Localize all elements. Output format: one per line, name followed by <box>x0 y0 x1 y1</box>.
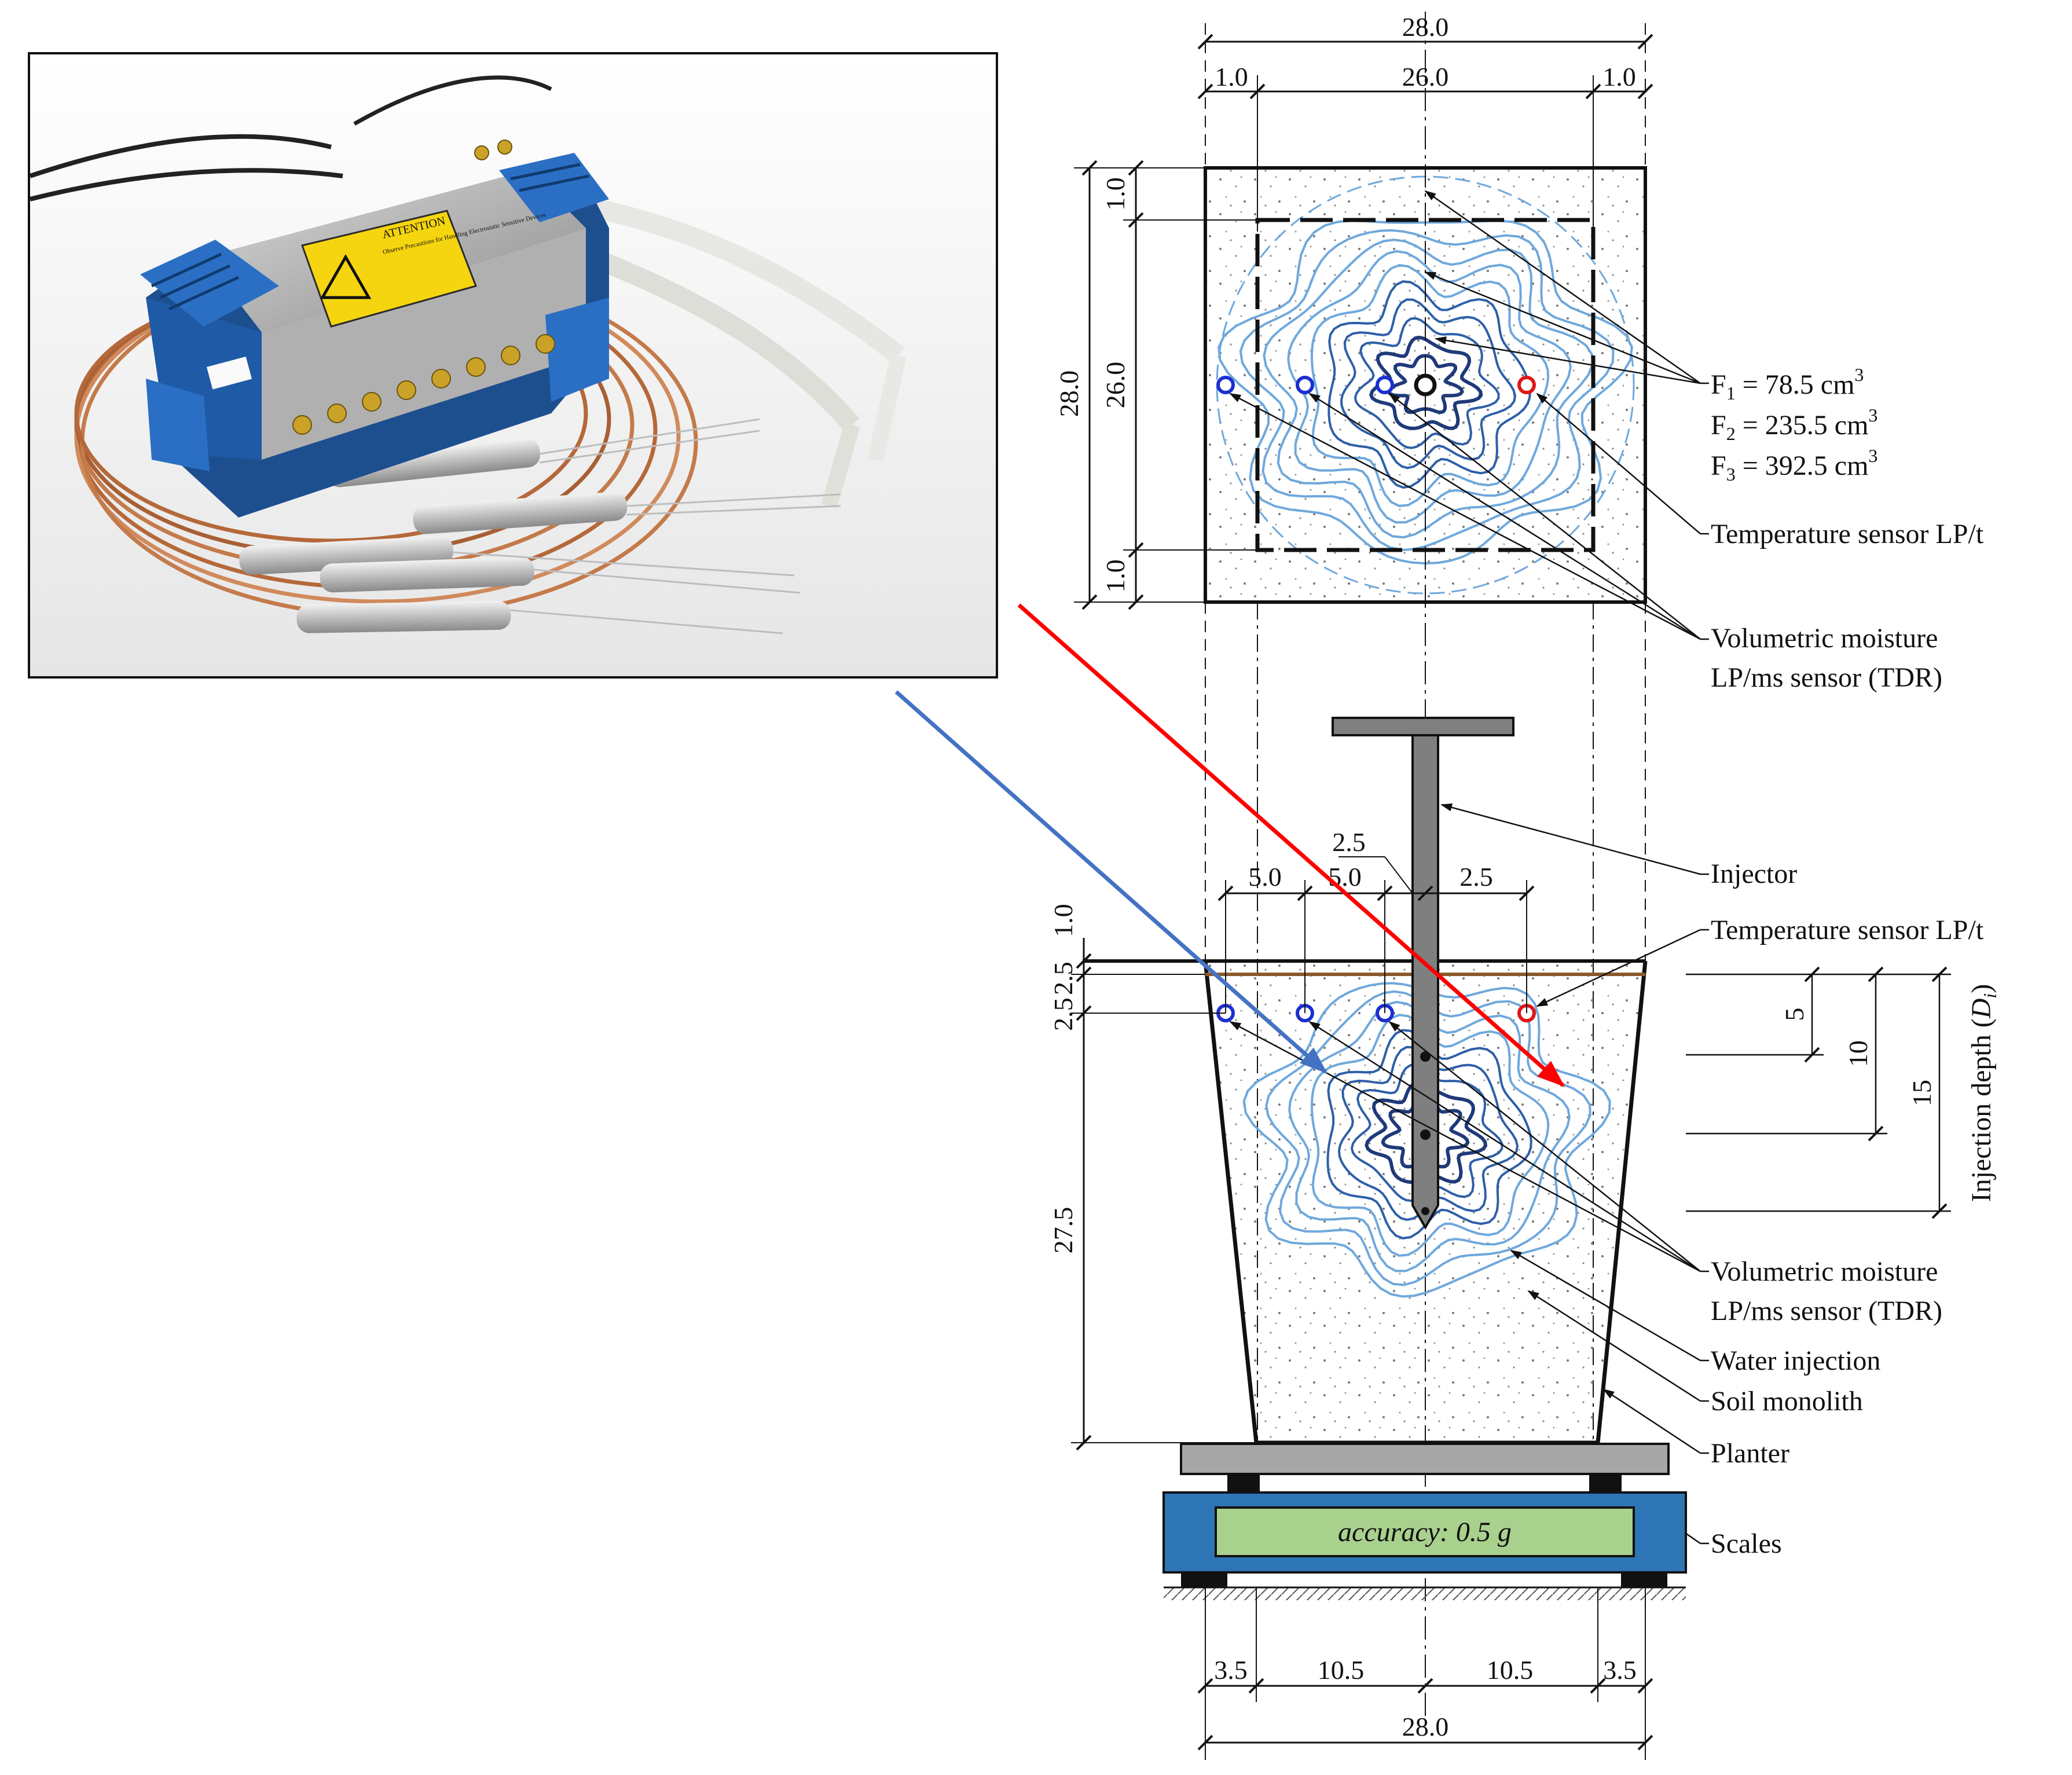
base-dim-4: 3.5 <box>1603 1655 1637 1685</box>
depth-15: 15 <box>1907 1080 1937 1106</box>
top-view: 28.0 1.0 26.0 1.0 28.0 <box>1054 12 1984 1725</box>
label-soil-monolith: Soil monolith <box>1711 1386 1863 1417</box>
top-temperature-sensor <box>1517 376 1536 394</box>
side-sensor-depth-b: 2.5 <box>1048 997 1078 1031</box>
label-scales: Scales <box>1711 1528 1782 1559</box>
side-soil-height: 27.5 <box>1048 1207 1078 1254</box>
label-F2: F2 = 235.5 cm3 <box>1711 405 1877 444</box>
tdr-device-illustration: ATTENTION Observe Precautions for Handli… <box>30 54 996 676</box>
side-spacing-4: 2.5 <box>1332 827 1366 857</box>
label-side-temperature-sensor: Temperature sensor LP/t <box>1711 915 1984 945</box>
base-dim-2: 10.5 <box>1318 1655 1365 1685</box>
tdr-probes <box>239 418 841 635</box>
label-top-temperature-sensor: Temperature sensor LP/t <box>1711 519 1984 549</box>
top-moisture-sensor-2 <box>1296 376 1314 394</box>
base-dim-total: 28.0 <box>1402 1712 1449 1741</box>
red-pointer-arrow <box>1017 603 1565 1087</box>
side-top-offset: 1.0 <box>1048 904 1078 937</box>
scales-display <box>1215 1506 1635 1557</box>
top-width-margin-left: 1.0 <box>1215 62 1248 91</box>
top-view-moisture-contours <box>1216 175 1635 595</box>
scales-accuracy: accuracy: 0.5 g <box>1338 1517 1512 1547</box>
side-spacing-2: 5.0 <box>1328 862 1362 892</box>
top-height-total: 28.0 <box>1054 371 1084 417</box>
side-sensor-depth-a: 2.5 <box>1048 962 1078 995</box>
label-F1: F1 = 78.5 cm3 <box>1711 364 1864 404</box>
label-planter: Planter <box>1711 1438 1789 1469</box>
label-top-moisture-line2: LP/ms sensor (TDR) <box>1711 662 1942 693</box>
esd-warning-icon <box>320 254 372 299</box>
injection-depth-label: Injection depth (Di) <box>1966 984 2000 1202</box>
tdr-device-photo: ATTENTION Observe Precautions for Handli… <box>28 52 998 679</box>
depth-10: 10 <box>1843 1040 1873 1067</box>
top-moisture-sensor-1 <box>1216 376 1235 394</box>
label-injector: Injector <box>1711 859 1797 889</box>
label-top-moisture-line1: Volumetric moisture <box>1711 623 1938 654</box>
top-height-margin-top: 1.0 <box>1101 177 1130 211</box>
side-spacing-1: 5.0 <box>1248 862 1282 892</box>
label-side-moisture-line2: LP/ms sensor (TDR) <box>1711 1296 1942 1326</box>
label-F3: F3 = 392.5 cm3 <box>1711 445 1877 485</box>
side-view: 5.0 5.0 2.5 2.5 1.0 2.5 2.5 27.5 <box>1048 717 2000 1760</box>
label-water-injection: Water injection <box>1711 1345 1880 1376</box>
blue-pointer-arrow <box>894 690 1327 1074</box>
depth-5: 5 <box>1780 1008 1809 1021</box>
top-height-margin-bottom: 1.0 <box>1101 559 1130 593</box>
top-moisture-sensor-3 <box>1376 376 1394 394</box>
base-dim-3: 10.5 <box>1487 1655 1534 1685</box>
top-width-margin-right: 1.0 <box>1602 62 1636 91</box>
side-view-moisture-contours <box>1242 982 1611 1298</box>
tdr-logger-box: ATTENTION Observe Precautions for Handli… <box>140 140 609 518</box>
base-dim-1: 3.5 <box>1214 1655 1248 1685</box>
side-spacing-3: 2.5 <box>1459 862 1493 892</box>
top-injector-point <box>1414 373 1437 397</box>
planter-base-plate <box>1180 1443 1670 1475</box>
injector <box>1332 717 1514 1230</box>
label-side-moisture-line1: Volumetric moisture <box>1711 1256 1938 1287</box>
top-height-inner: 26.0 <box>1101 362 1130 409</box>
